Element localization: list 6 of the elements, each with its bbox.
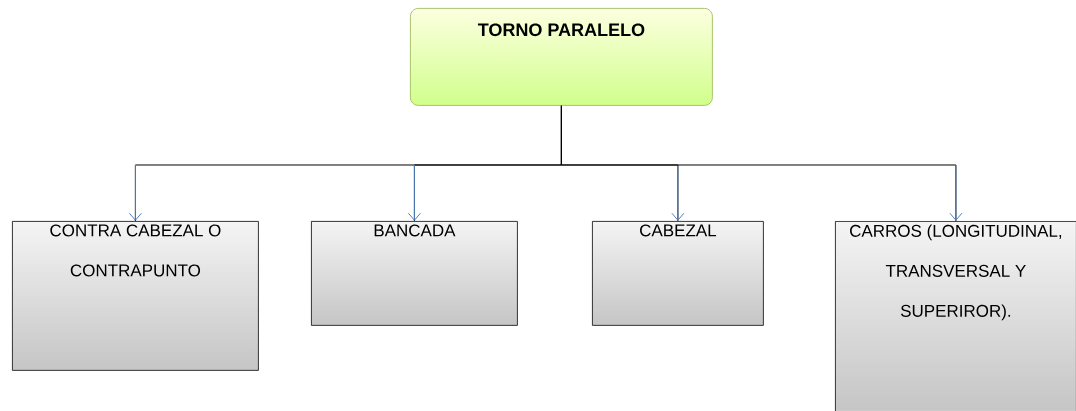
title-box: TORNO PARALELO [410, 8, 713, 106]
part-box: CARROS (LONGITUDINAL, TRANSVERSAL Y SUPERIROR). [835, 221, 1076, 411]
arrow [560, 105, 963, 222]
part-box: CONTRA CABEZAL O CONTRAPUNTO [12, 221, 259, 371]
part-box: BANCADA [311, 221, 518, 326]
part-box: CABEZAL [592, 221, 764, 326]
